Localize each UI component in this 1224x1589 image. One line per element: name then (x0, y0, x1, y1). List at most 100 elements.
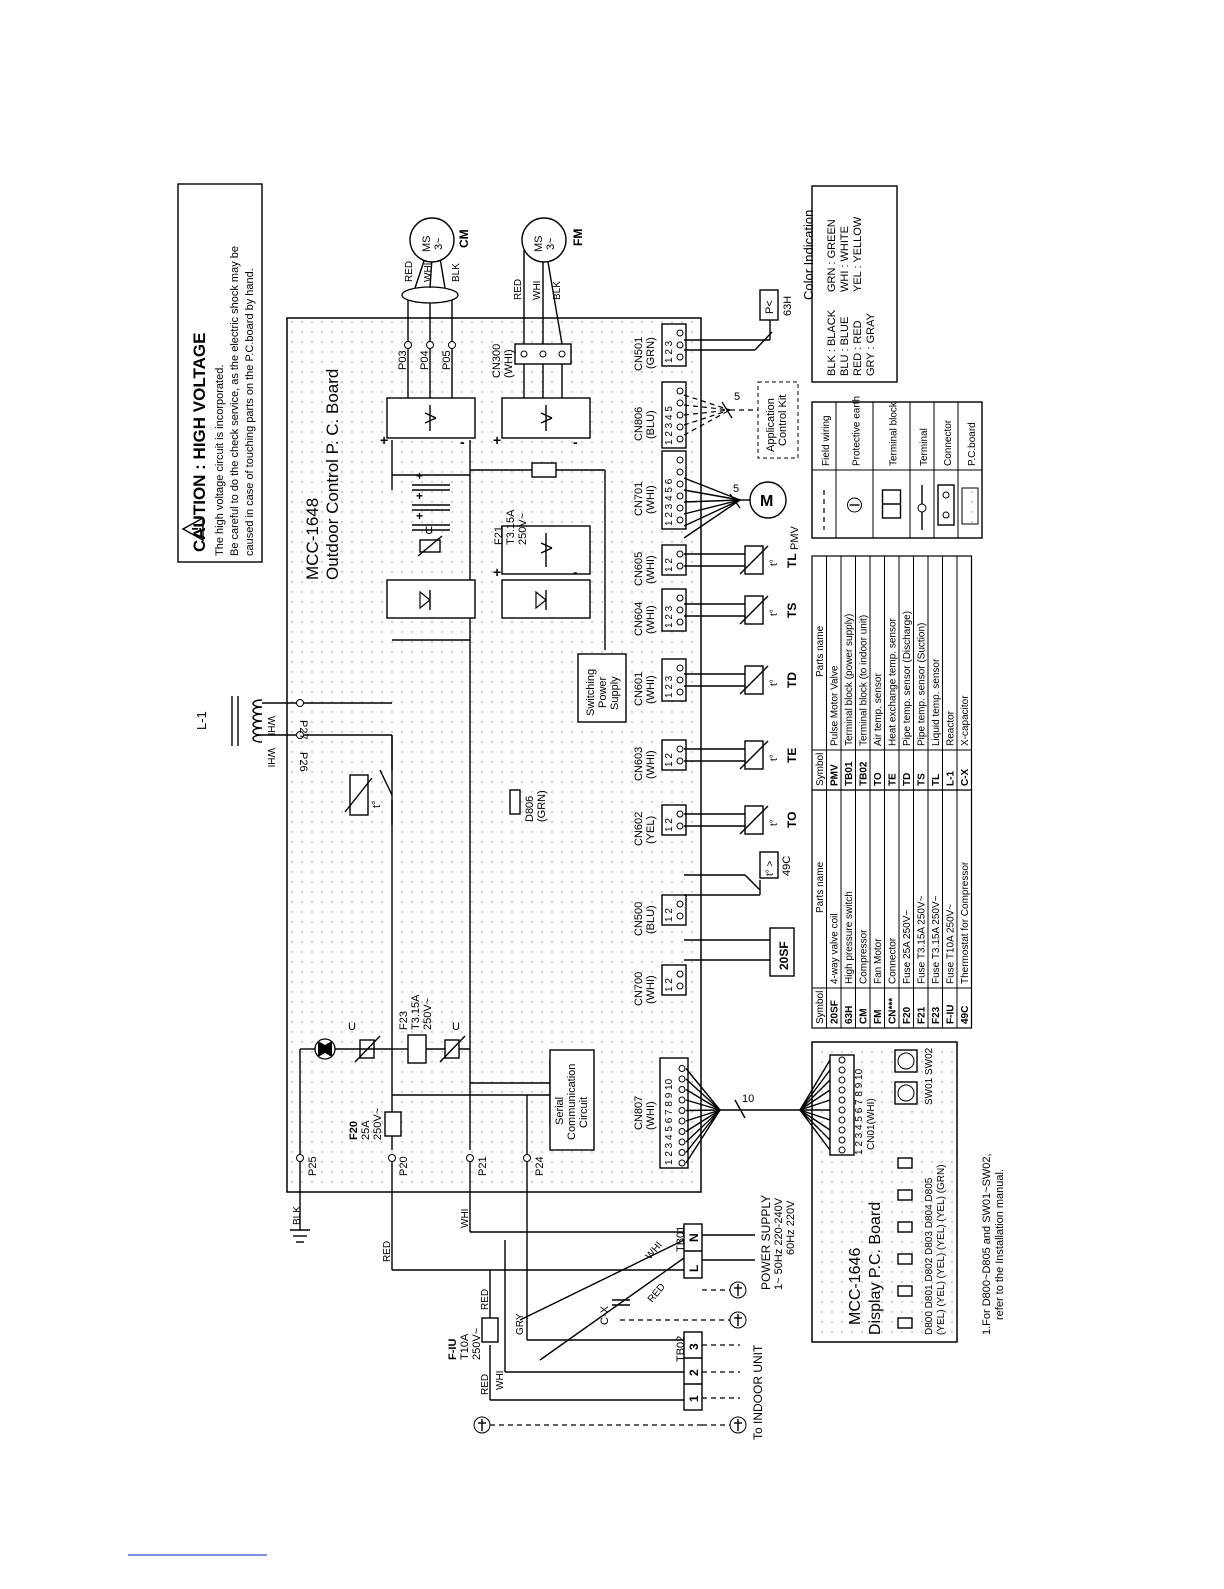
svg-text:2: 2 (687, 1369, 701, 1376)
svg-text:U: U (452, 1021, 460, 1033)
svg-text:F-IU: F-IU (447, 1339, 459, 1360)
connector-color: (YEL) (645, 816, 657, 844)
svg-text:+: + (493, 432, 501, 448)
svg-text:Serial: Serial (554, 1097, 566, 1125)
color-entry: WHI : WHITE (839, 226, 851, 292)
svg-text:3~: 3~ (545, 237, 557, 250)
svg-text:N: N (687, 1233, 701, 1242)
table-cell-name: Terminal block (to indoor unit) (859, 615, 870, 746)
high-pressure-switch-63h: P< 63H (684, 289, 794, 351)
sensor-label: TS (785, 603, 799, 618)
table-cell-name: Air temp. sensor (873, 673, 884, 746)
caution-line-2: Be careful to do the check service, as t… (229, 246, 241, 556)
table-cell-name: Pulse Motor Valve (830, 665, 841, 746)
svg-text:Power: Power (597, 676, 609, 708)
svg-text:Control Kit: Control Kit (777, 395, 789, 446)
svg-text:250V~: 250V~ (422, 998, 434, 1030)
svg-text:M: M (760, 493, 773, 510)
connector-cn700: CN700(WHI)1 2 (633, 964, 687, 1006)
svg-text:BLK: BLK (451, 263, 462, 282)
table-cell-symbol: TO (873, 772, 884, 786)
cn300-connector: CN300 (WHI) RED WHI BLK (491, 250, 572, 398)
led-indicator (897, 1157, 913, 1169)
connector-name: CN604 (633, 602, 645, 636)
table-cell-symbol: 49C (960, 1006, 971, 1024)
svg-text:(WHI): (WHI) (503, 349, 515, 378)
earth-icon (702, 1281, 747, 1299)
svg-text:WHI: WHI (460, 1209, 471, 1228)
svg-text:U: U (425, 525, 433, 537)
svg-text:CN300: CN300 (491, 344, 503, 378)
caution-line-3: caused in case of touching parts on the … (244, 268, 256, 556)
caution-box: CAUTION : HIGH VOLTAGE ! The high voltag… (177, 183, 263, 563)
connector-cn602: CN602(YEL)1 2 (633, 804, 687, 846)
connector-pins: 1 2 (664, 558, 675, 572)
svg-text:T10A: T10A (459, 1333, 471, 1360)
table-cell-symbol: TE (888, 773, 899, 786)
table-cell-symbol: L-1 (946, 771, 957, 786)
svg-text:SW01 SW02: SW01 SW02 (924, 1047, 935, 1105)
connector-cn605: CN605(WHI)1 2 (633, 544, 687, 586)
ptc-thermistor: t° (344, 735, 393, 825)
svg-text:10: 10 (742, 1093, 754, 1105)
pfc-block (501, 579, 591, 619)
svg-text:+: + (416, 469, 423, 483)
svg-text:WHI: WHI (532, 281, 543, 300)
table-cell-name: Liquid temp. sensor (931, 658, 942, 746)
caution-title: CAUTION : HIGH VOLTAGE (190, 333, 209, 552)
application-control-kit: 5 Application Control Kit (683, 381, 799, 459)
caution-line-1: The high voltage circuit is incorporated… (214, 365, 226, 556)
sensor-label: TE (785, 748, 799, 763)
svg-text:t°: t° (371, 801, 383, 808)
connector-pins: 1 2 3 (664, 340, 675, 363)
svg-text:(GRN): (GRN) (536, 790, 548, 822)
svg-text:+: + (416, 489, 423, 503)
pulse-motor-valve: 5 M PMV (683, 477, 801, 550)
fuse-f-iu: F-IU T10A 250V~ RED (447, 1270, 499, 1360)
svg-text:P04: P04 (419, 350, 431, 370)
table-cell-name: Pipe temp. sensor (Suction) (917, 623, 928, 746)
svg-text:63H: 63H (782, 296, 794, 316)
table-cell-name: Fuse T3.15A 250V~ (917, 895, 928, 984)
svg-text:-: - (573, 434, 578, 450)
connector-pins: 1 2 3 (664, 605, 675, 628)
table-cell-symbol: PMV (830, 764, 841, 786)
rectifier-block (386, 579, 476, 619)
connector-pins: 1 2 3 4 5 6 (664, 478, 675, 526)
svg-text:t° >: t° > (765, 860, 776, 876)
svg-text:1: 1 (687, 1395, 701, 1402)
connector-cn601: CN601(WHI)1 2 3 (633, 658, 687, 706)
legend-earth: Protective earth (847, 396, 863, 513)
sensor-to: t°TO (684, 805, 799, 835)
table-cell-symbol: FM (873, 1010, 884, 1024)
display-pcb: MCC-1646 Display P.C. Board 1 2 3 4 5 6 … (811, 1041, 958, 1343)
earth-icon (620, 1311, 747, 1329)
legend-terminal: Terminal (917, 428, 930, 530)
svg-text:WHI: WHI (495, 1371, 506, 1390)
svg-text:CN807: CN807 (633, 1096, 645, 1130)
svg-text:P20: P20 (398, 1156, 410, 1176)
svg-text:C-X: C-X (599, 1305, 611, 1325)
svg-text:-: - (573, 564, 578, 580)
svg-text:D800 D801 D802 D803 D804 D805: D800 D801 D802 D803 D804 D805 (924, 1177, 935, 1335)
table-cell-name: Reactor (946, 710, 957, 746)
svg-text:TB01: TB01 (675, 1226, 687, 1252)
table-cell-symbol: CM (859, 1008, 870, 1024)
connector-pins: 1 2 3 4 5 (664, 406, 675, 445)
svg-text:P26: P26 (297, 752, 309, 772)
svg-text:Color Indication: Color Indication (801, 210, 816, 300)
color-entry: YEL : YELLOW (852, 216, 864, 292)
svg-text:P25: P25 (307, 1156, 319, 1176)
svg-text:20SF: 20SF (777, 941, 791, 970)
legend-connector: Connector (937, 419, 955, 526)
svg-text:WHI: WHI (265, 748, 276, 767)
table-header: Parts name (815, 861, 826, 913)
svg-text:RED: RED (404, 261, 415, 282)
connector-name: CN603 (633, 747, 645, 781)
connector-color: (WHI) (645, 750, 657, 779)
reactor-l1: L-1 (194, 696, 263, 746)
svg-text:F21: F21 (493, 526, 505, 545)
table-cell-name: Fuse 25A 250V~ (902, 910, 913, 984)
table-cell-name: Compressor (859, 929, 870, 984)
